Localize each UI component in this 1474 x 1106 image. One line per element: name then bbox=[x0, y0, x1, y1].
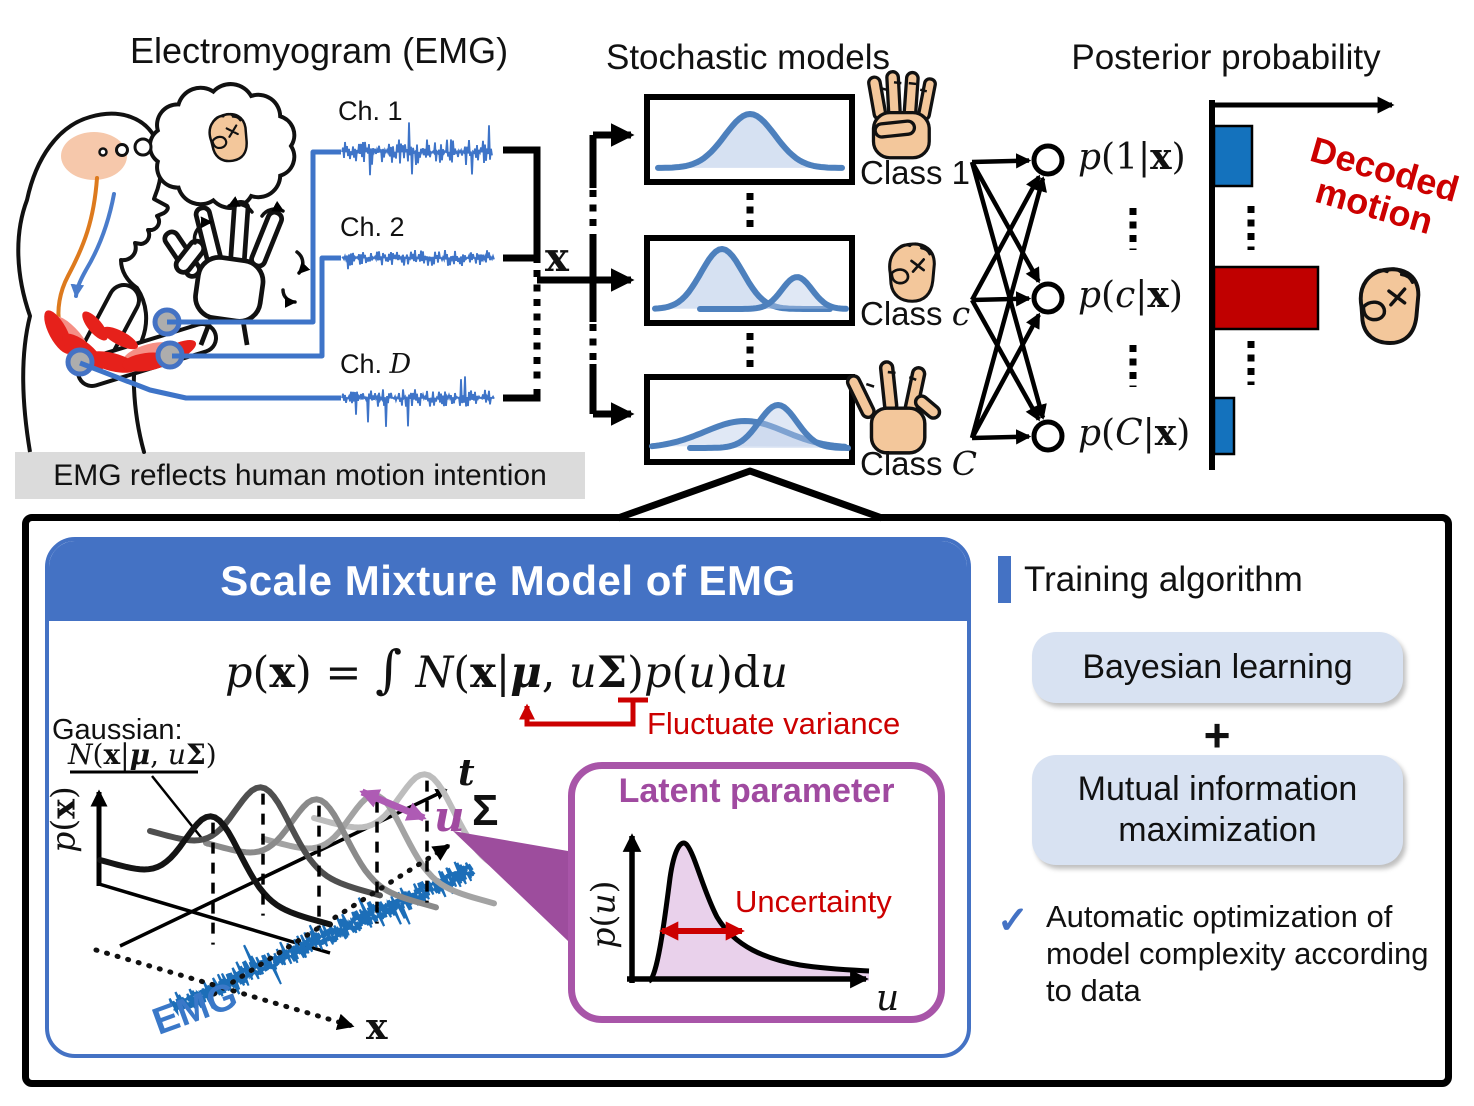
posterior-title: Posterior probability bbox=[1071, 38, 1381, 77]
peak-dashed-lines bbox=[211, 780, 429, 945]
posterior-label-C: p(C|x) bbox=[1078, 412, 1191, 454]
mutual-information-box: Mutual information maximization bbox=[1032, 755, 1403, 865]
stochastic-model-boxes bbox=[644, 94, 855, 465]
fluctuate-annotation bbox=[518, 697, 648, 727]
latent-y-label: p(u) bbox=[583, 880, 623, 949]
classC-hand-icon bbox=[843, 359, 944, 455]
panel-callout-chevron bbox=[616, 467, 884, 522]
latent-callout-wedge bbox=[453, 831, 568, 941]
gaussian-curve bbox=[655, 111, 845, 171]
thought-dot bbox=[115, 143, 129, 157]
emg-waveform-chD bbox=[341, 376, 495, 427]
posterior-bar-chart bbox=[1209, 96, 1395, 470]
fanout-arrows bbox=[537, 123, 635, 426]
gaussian-label-pointer bbox=[151, 775, 209, 847]
feature-vector-label: x bbox=[545, 234, 569, 281]
u-scale-label: u bbox=[434, 792, 465, 841]
network-arrow bbox=[971, 429, 1032, 445]
stochastic-title: Stochastic models bbox=[605, 38, 891, 77]
emg-waveform-ch1 bbox=[341, 122, 493, 176]
smm-3d-plot bbox=[90, 771, 568, 1031]
latent-distribution-fill bbox=[649, 843, 869, 981]
training-title: Training algorithm bbox=[1024, 560, 1303, 599]
network-lines bbox=[969, 153, 1047, 445]
electrode-icon bbox=[65, 347, 95, 377]
class1-label: Class 1 bbox=[860, 154, 971, 191]
px-axis-label: p(x) bbox=[43, 786, 83, 853]
fluctuate-variance-label: Fluctuate variance bbox=[647, 706, 901, 741]
classC-label: Class C bbox=[860, 444, 977, 483]
emg-caption-box: EMG reflects human motion intention bbox=[15, 452, 585, 499]
gaussian-formula: N(x|μ, uΣ) bbox=[68, 738, 217, 771]
mixture-gaussian-curve bbox=[203, 796, 439, 911]
latent-title: Latent parameter bbox=[618, 772, 895, 810]
uncertainty-label: Uncertainty bbox=[735, 884, 892, 919]
floor-edge bbox=[98, 882, 331, 955]
smm-formula: p(x) = ∫ N(x|μ, uΣ)p(u)du bbox=[225, 640, 788, 700]
channel-label-2: Ch. 2 bbox=[340, 212, 405, 242]
channel-label-1: Ch. 1 bbox=[338, 96, 403, 126]
network-arrow bbox=[969, 176, 1047, 439]
output-node bbox=[1031, 419, 1065, 453]
gaussian-curve bbox=[652, 246, 833, 312]
output-node bbox=[1031, 143, 1065, 177]
x-axis-label: x bbox=[366, 1006, 388, 1048]
posterior-label-c: p(c|x) bbox=[1078, 274, 1183, 316]
nerve-line bbox=[56, 176, 99, 330]
t-axis-label: t bbox=[458, 752, 475, 794]
classc-label: Class c bbox=[860, 294, 971, 333]
thought-dot bbox=[98, 147, 108, 157]
network-arrow bbox=[971, 153, 1032, 169]
decoded-fist-icon bbox=[1358, 266, 1421, 345]
network-nodes bbox=[1031, 143, 1065, 453]
latent-distribution-curve bbox=[647, 840, 870, 984]
thought-dot bbox=[133, 137, 153, 157]
posterior-bar-C bbox=[1212, 396, 1236, 456]
mixture-gaussian-curve bbox=[97, 813, 333, 928]
variance-double-arrow bbox=[359, 788, 427, 822]
emg-title: Electromyogram (EMG) bbox=[130, 30, 509, 71]
feature-bracket bbox=[503, 146, 541, 402]
network-arrow bbox=[970, 298, 1041, 422]
ellipsis-dots bbox=[746, 193, 1255, 387]
gaussian-caption: Gaussian: bbox=[52, 714, 183, 746]
latent-plot bbox=[622, 833, 870, 989]
smm-header-bar: Scale Mixture Model of EMG bbox=[49, 541, 967, 621]
smm-panel: Scale Mixture Model of EMG bbox=[45, 537, 971, 1058]
person-illustration bbox=[16, 82, 341, 454]
t-axis-dotted bbox=[211, 843, 451, 997]
training-accent-bar bbox=[998, 556, 1011, 603]
sigma-label: Σ bbox=[472, 786, 499, 835]
electrode-wires bbox=[79, 149, 341, 401]
emg-3d-band bbox=[168, 861, 476, 1017]
class1-hand-icon bbox=[866, 69, 938, 160]
bayesian-learning-box: Bayesian learning bbox=[1032, 632, 1403, 703]
classc-fist-icon bbox=[888, 242, 936, 303]
emg-waveform-ch2 bbox=[341, 250, 495, 270]
network-arrow bbox=[971, 291, 1032, 307]
gaussian-curve bbox=[687, 402, 851, 451]
neural-signal-arrow bbox=[70, 192, 116, 299]
channel-label-D: Ch. D bbox=[340, 349, 412, 380]
smm-title: Scale Mixture Model of EMG bbox=[220, 557, 796, 604]
posterior-bar-c bbox=[1212, 265, 1320, 331]
training-note: Automatic optimization of model complexi… bbox=[1046, 899, 1429, 1009]
network-arrow bbox=[970, 174, 1041, 302]
posterior-bar-1 bbox=[1212, 124, 1254, 188]
brain-shape bbox=[61, 132, 127, 180]
network-arrow bbox=[970, 312, 1041, 440]
network-arrow bbox=[970, 160, 1041, 284]
latent-x-label: u bbox=[876, 978, 900, 1019]
gaussian-curve bbox=[697, 274, 849, 312]
motion-arrows bbox=[192, 196, 311, 308]
emg-caption: EMG reflects human motion intention bbox=[53, 458, 547, 492]
network-arrow bbox=[969, 161, 1047, 420]
plus-sign: + bbox=[1203, 709, 1231, 761]
output-node bbox=[1031, 281, 1065, 315]
check-icon: ✓ bbox=[997, 900, 1029, 942]
posterior-label-1: p(1|x) bbox=[1078, 136, 1186, 178]
